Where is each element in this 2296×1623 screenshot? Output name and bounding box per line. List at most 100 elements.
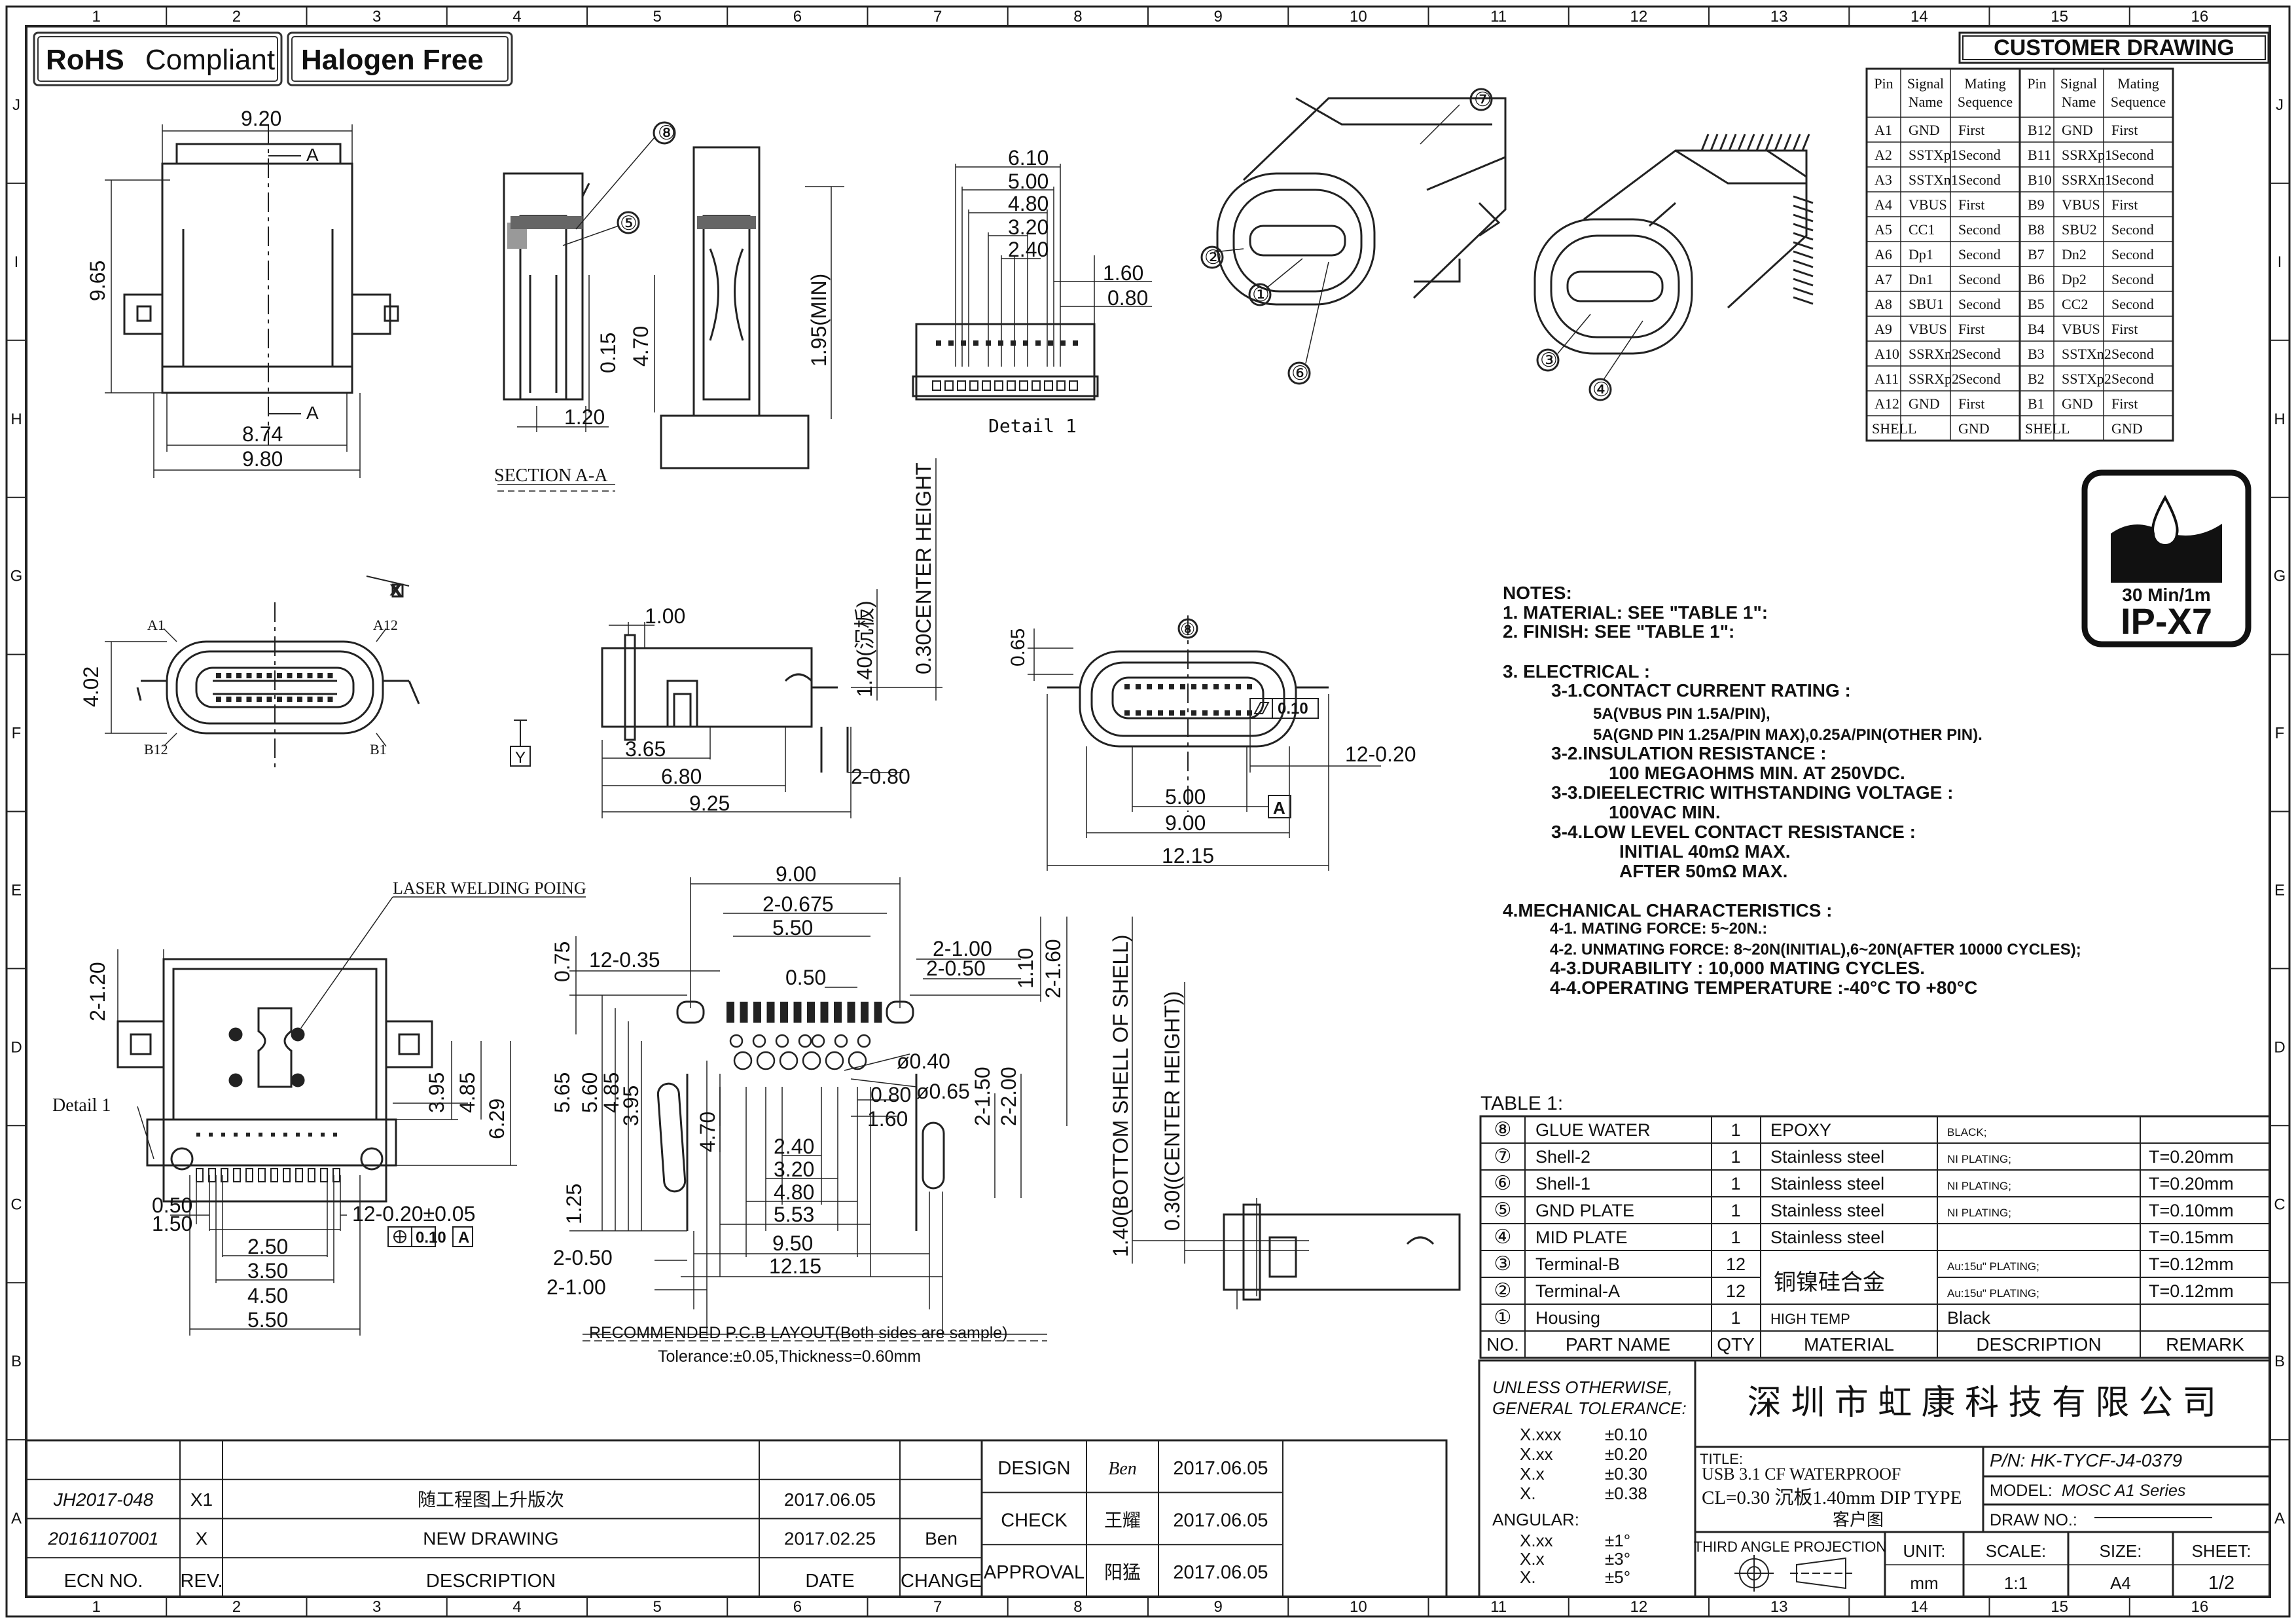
grid-col-label: 13 — [1770, 1598, 1788, 1616]
callout-6-iso: ⑥ — [1291, 363, 1309, 384]
note-line: 4-4.OPERATING TEMPERATURE :-40°C TO +80°… — [1550, 977, 1977, 998]
pin-mark — [1225, 710, 1230, 716]
pcb-hole — [752, 1034, 766, 1048]
pin-mark — [317, 697, 323, 702]
pin-mark — [297, 697, 302, 702]
pin-table-header: Signal — [1907, 75, 1944, 92]
side-view — [601, 458, 942, 818]
position-tolerance-value: 0.10 — [416, 1229, 446, 1247]
pin-mark — [1124, 684, 1130, 689]
pin-table-cell: SSTXp1 — [1909, 147, 1958, 163]
pcb-pad — [807, 1002, 815, 1023]
grid-row-label: H — [2274, 410, 2285, 428]
dim-pcb-2-0-675: 2-0.675 — [762, 892, 834, 916]
bom-header: PART NAME — [1566, 1334, 1670, 1355]
pin-table-cell: Dp2 — [2062, 271, 2087, 287]
grid-row-label: G — [2274, 568, 2286, 585]
revision-cell: X1 — [190, 1489, 213, 1510]
dim-detail-5-00: 5.00 — [1008, 170, 1049, 193]
pin-mark — [277, 673, 282, 678]
pin-table-cell: A3 — [1874, 172, 1892, 188]
bom-title: TABLE 1: — [1480, 1093, 1563, 1114]
grid-row-label: E — [11, 881, 22, 899]
laser-welding-label: LASER WELDING POING — [393, 879, 586, 898]
grid-col-label: 1 — [92, 8, 100, 26]
grid-row-label: J — [12, 96, 20, 114]
pin-mark — [1147, 684, 1152, 689]
dim-bottom-4-85: 4.85 — [456, 1072, 479, 1113]
pin-label-b1: B1 — [370, 741, 387, 757]
pin-table-cell: GND — [2111, 420, 2143, 437]
pin-mark — [961, 340, 966, 346]
dim-section-1-20: 1.20 — [564, 405, 605, 429]
pin-mark — [1124, 710, 1130, 716]
grid-col-label: 1 — [92, 1598, 100, 1616]
pin-mark — [216, 673, 221, 678]
pin-mark — [266, 673, 272, 678]
dim-pcb-0-80: 0.80 — [870, 1083, 911, 1106]
pin-mark — [208, 1168, 216, 1182]
tolerance-value: ±0.20 — [1605, 1444, 1647, 1464]
pin-table-cell: Second — [1958, 371, 2001, 387]
bom-material: HIGH TEMP — [1770, 1311, 1850, 1327]
pin-table-cell: CC2 — [2062, 296, 2088, 312]
callout-4-iso: ④ — [1592, 379, 1610, 401]
ipx7-badge: 30 Min/1m IP-X7 — [2081, 469, 2251, 647]
grid-row-label: G — [10, 568, 23, 585]
front-view-pins — [216, 673, 333, 702]
pin-table-cell: Second — [2111, 371, 2154, 387]
pin-mark — [1225, 684, 1230, 689]
pin-mark — [266, 697, 272, 702]
pin-mark — [307, 697, 313, 702]
pin-mark — [1247, 684, 1252, 689]
dim-bottom-4-50: 4.50 — [247, 1284, 288, 1307]
dim-bottom-3-50: 3.50 — [247, 1259, 288, 1283]
halogen-free-label: Halogen Free — [301, 44, 484, 76]
approval-label: APPROVAL — [984, 1562, 1085, 1583]
note-line: 4-1. MATING FORCE: 5~20N.: — [1550, 920, 1767, 938]
note-line: 2. FINISH: SEE "TABLE 1": — [1503, 621, 1734, 642]
model-label: MODEL: — [1990, 1482, 2053, 1500]
pin-table-cell: First — [1958, 395, 1984, 412]
dim-front2-5-00: 5.00 — [1165, 785, 1206, 809]
top-view — [105, 124, 399, 478]
title-block — [1478, 1359, 2271, 1598]
pin-table-cell: Second — [2111, 147, 2154, 163]
bom-material: Stainless steel — [1770, 1174, 1884, 1194]
bom-remark: T=0.20mm — [2149, 1174, 2234, 1194]
pin-mark — [1056, 380, 1066, 391]
grid-col-label: 14 — [1910, 1598, 1928, 1616]
pin-mark — [234, 1133, 238, 1137]
dim-pcb-2-1-60: 2-1.60 — [1041, 939, 1065, 998]
draw-no-label: DRAW NO.: — [1990, 1511, 2077, 1529]
callout-8-front2: ⑧ — [1180, 619, 1195, 639]
pin-table-cell: Second — [2111, 346, 2154, 362]
bom-no: ⑧ — [1494, 1119, 1512, 1140]
pin-mark — [327, 697, 333, 702]
pin-mark — [259, 1133, 262, 1137]
grid-col-label: 2 — [232, 1598, 241, 1616]
pin-table-cell: A1 — [1874, 122, 1892, 138]
pcb-pad — [753, 1002, 761, 1023]
bom-description: NI PLATING; — [1947, 1153, 2011, 1165]
pin-table-cell: SSRXn2 — [1909, 346, 1959, 362]
pin-table-cell: Second — [1958, 271, 2001, 287]
bom-no: ④ — [1494, 1226, 1512, 1248]
dim-pcb-12-15: 12.15 — [769, 1254, 821, 1278]
pin-table-cell: SBU2 — [2062, 221, 2097, 238]
flatness-value: 0.10 — [1278, 700, 1308, 718]
dim-bottom-2-1-20: 2-1.20 — [86, 962, 109, 1021]
bottom-view-pins — [196, 1133, 340, 1182]
pcb-pad — [780, 1002, 788, 1023]
pin-mark — [1700, 134, 1710, 151]
tolerance-heading: GENERAL TOLERANCE: — [1492, 1398, 1687, 1418]
pcb-hole — [729, 1034, 744, 1048]
grid-row-label: A — [11, 1510, 22, 1527]
bom-header: QTY — [1717, 1334, 1755, 1355]
angular-heading: ANGULAR: — [1492, 1510, 1579, 1529]
approval-date: 2017.06.05 — [1173, 1458, 1268, 1479]
bom-header: REMARK — [2166, 1334, 2244, 1355]
